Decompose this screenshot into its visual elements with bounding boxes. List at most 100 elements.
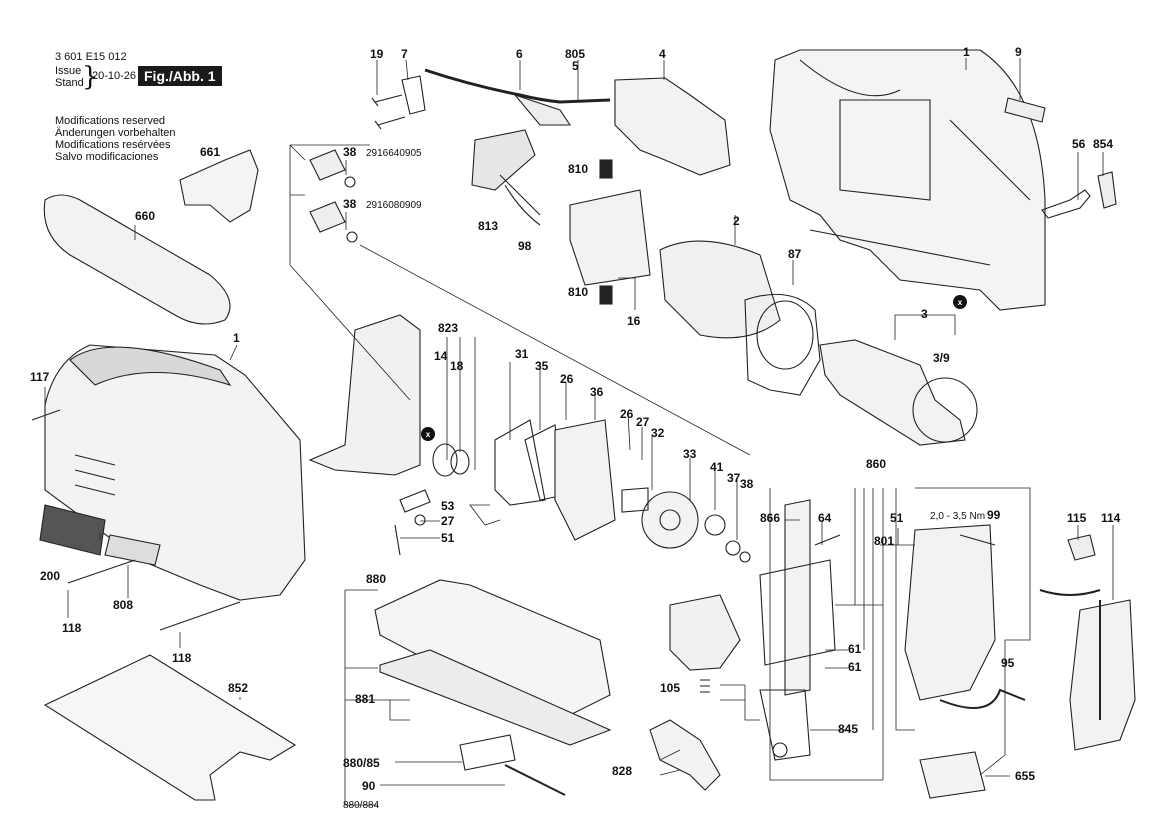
part-bush-a — [309, 149, 346, 181]
part-number-label: 26 — [620, 407, 634, 421]
part-gear-housing-36 — [554, 419, 616, 541]
part-pad — [39, 504, 106, 556]
part-number-label: 660 — [135, 209, 155, 223]
part-clamp-880-85 — [459, 734, 516, 771]
figure-badge: Fig./Abb. 1 — [138, 66, 222, 86]
callout-marker-right — [953, 295, 967, 309]
part-number-label: 26 — [560, 372, 574, 386]
part-number-label: 117 — [30, 370, 50, 384]
part-number-label: 2916640905 — [366, 148, 422, 159]
part-number-label: 2,0 - 3,5 Nm — [930, 511, 985, 522]
part-electronics — [471, 129, 536, 191]
part-gear-plate — [308, 314, 421, 476]
part-number-label: 1 — [963, 45, 970, 59]
note-de: Änderungen vorbehalten — [55, 127, 176, 139]
part-number-label: 200 — [40, 569, 60, 583]
part-base-plate — [374, 579, 611, 726]
part-number-label: 880/884 — [343, 800, 380, 811]
note-es: Salvo modificaciones — [55, 151, 159, 163]
part-cable-clamp — [401, 75, 426, 115]
part-ring-27 — [414, 514, 426, 526]
part-screw-b — [374, 116, 406, 130]
issue-date: 20-10-26 — [92, 70, 137, 82]
part-number-label: 5 — [572, 59, 579, 73]
part-number-label: 118 — [62, 621, 82, 635]
part-number-label: 810 — [568, 162, 588, 176]
part-pin-51 — [394, 524, 401, 556]
part-number-label: 881 — [355, 692, 375, 706]
part-bearing-18 — [450, 449, 470, 475]
part-number-label: 38 — [343, 145, 357, 159]
part-blade-holder — [669, 594, 741, 671]
part-number-label: 114 — [1101, 511, 1121, 525]
part-number-label: 845 — [838, 722, 858, 736]
part-gear-cover — [904, 524, 996, 701]
part-number-label: 14 — [434, 349, 448, 363]
part-spring-105 — [700, 679, 710, 693]
part-number-label: 56 — [1072, 137, 1086, 151]
part-stator — [659, 240, 781, 339]
part-number-label: 860 — [866, 457, 886, 471]
part-number-label: 801 — [874, 534, 894, 548]
note-fr: Modifications resérvées — [55, 139, 171, 151]
part-ring-38 — [739, 551, 751, 563]
part-number-label: 53 — [441, 499, 455, 513]
part-number-label: 18 — [450, 359, 464, 373]
part-number-label: 51 — [890, 511, 904, 525]
part-washer-37 — [725, 540, 741, 556]
part-ring-b — [346, 231, 358, 243]
part-guide-828 — [649, 719, 721, 791]
part-number-label: 35 — [535, 359, 549, 373]
part-number-label: 16 — [627, 314, 641, 328]
stand-label: Stand — [55, 77, 84, 89]
part-screw-a — [371, 94, 403, 107]
part-ring-a — [344, 176, 356, 188]
part-bush-b — [309, 201, 346, 233]
part-bearing-32 — [621, 487, 649, 513]
part-number-label: 805 — [565, 47, 585, 61]
part-long-screw-b — [159, 601, 241, 631]
part-number-label: 41 — [710, 460, 724, 474]
part-long-screw-a — [67, 559, 136, 584]
part-number-label: 64 — [818, 511, 832, 525]
part-number-label: 7 — [401, 47, 408, 61]
part-brush-b — [599, 285, 613, 305]
part-number-label: 27 — [441, 514, 455, 528]
part-number-label: 61 — [848, 642, 862, 656]
part-number-label: 4 — [659, 47, 666, 61]
part-armature — [819, 339, 966, 446]
part-number-label: 95 — [1001, 656, 1015, 670]
part-brush-holder — [569, 189, 651, 286]
part-shapes — [31, 49, 1136, 801]
part-number-label: 105 — [660, 681, 680, 695]
part-fan-guide — [744, 293, 821, 396]
part-screw-117 — [31, 409, 61, 421]
part-number-label: 810 — [568, 285, 588, 299]
part-number-label: 3 — [921, 307, 928, 321]
part-number-label: 866 — [760, 511, 780, 525]
part-guide-655 — [919, 751, 986, 799]
part-screw-99 — [959, 534, 996, 546]
part-number-label: 118 — [172, 651, 192, 665]
part-number-label: 854 — [1093, 137, 1113, 151]
part-number-label: 2 — [733, 214, 740, 228]
part-plunger — [784, 499, 811, 696]
part-nameplate — [104, 534, 161, 566]
part-number-label: 51 — [441, 531, 455, 545]
brace-glyph: } — [82, 62, 99, 92]
part-screw-90 — [504, 764, 566, 796]
part-number-label: 6 — [516, 47, 523, 61]
part-switch-lever — [1041, 189, 1091, 219]
part-sleeve — [43, 194, 231, 325]
callout-marker-text-right: x — [958, 298, 963, 307]
part-number-label: 813 — [478, 219, 498, 233]
part-number-label: 61 — [848, 660, 862, 674]
part-number-label: 880 — [366, 572, 386, 586]
part-fan — [912, 377, 978, 443]
part-number-label: 33 — [683, 447, 697, 461]
part-number-label: 880/85 — [343, 756, 380, 770]
part-number-label: 90 — [362, 779, 376, 793]
part-label — [1004, 97, 1046, 123]
